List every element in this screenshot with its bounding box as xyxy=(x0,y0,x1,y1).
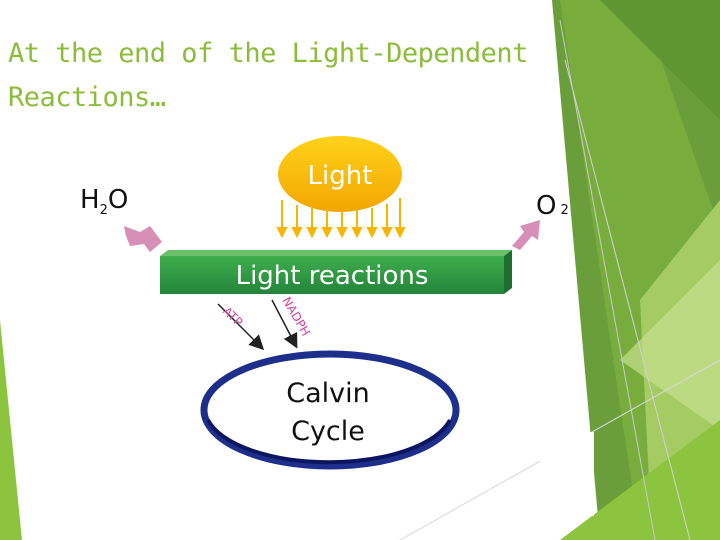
deco-facet-bottom xyxy=(560,420,720,540)
water-label: H2O xyxy=(80,185,128,218)
light-label: Light xyxy=(308,161,373,191)
bar-depth-side xyxy=(504,250,512,294)
water-o: O xyxy=(108,185,128,215)
white-patch xyxy=(540,432,594,516)
water-input: H2O xyxy=(80,185,162,252)
nadph-label: NADPH xyxy=(279,295,312,339)
atp-arrow xyxy=(217,303,265,351)
light-reactions-label: Light reactions xyxy=(236,261,429,291)
bar-face xyxy=(160,256,504,294)
nadph-arrow xyxy=(271,299,298,349)
calvin-cycle: Calvin Cycle xyxy=(200,350,460,470)
energy-carriers: ATP NADPH xyxy=(217,295,313,351)
calvin-line-2: Cycle xyxy=(291,416,365,447)
slide-title: At the end of the Light-Dependent Reacti… xyxy=(8,32,608,120)
deco-facet-lime xyxy=(620,260,720,430)
bar-depth-top xyxy=(160,250,512,256)
light-sun: Light xyxy=(276,136,406,239)
oxygen-o: O xyxy=(536,191,556,221)
title-line-2: Reactions… xyxy=(8,82,166,113)
atp-label: ATP xyxy=(220,304,245,329)
calvin-line-1: Calvin xyxy=(286,378,370,409)
oxygen-subscript: 2 xyxy=(560,203,568,218)
sun-shape xyxy=(278,136,402,212)
water-h: H xyxy=(80,185,100,215)
calvin-ring xyxy=(200,350,460,470)
title-line-1: At the end of the Light-Dependent xyxy=(8,38,528,69)
deco-facet-left xyxy=(0,320,22,540)
light-reactions-bar: Light reactions xyxy=(160,250,512,294)
water-arrow xyxy=(124,226,162,252)
deco-line xyxy=(559,19,656,540)
water-subscript: 2 xyxy=(100,203,108,218)
deco-line xyxy=(564,59,691,540)
deco-facet-light xyxy=(600,0,720,120)
oxygen-arrow xyxy=(512,220,540,250)
light-rays xyxy=(276,198,406,239)
calvin-ring-shade xyxy=(206,419,452,465)
